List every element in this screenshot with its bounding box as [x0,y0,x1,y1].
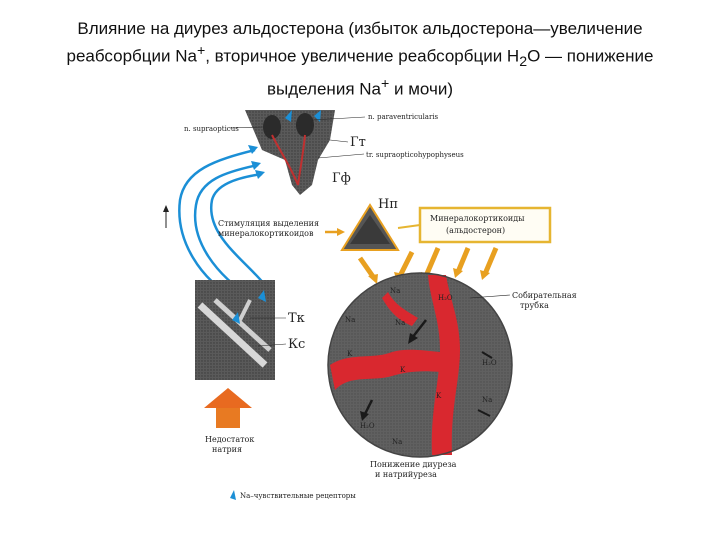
ion-na-4: Na [482,396,492,404]
ion-h2o-1: H₂O [438,294,453,302]
label-tr-supraoptico: tr. supraopticohypophyseus [366,151,464,159]
hypothalamus [245,110,335,195]
ion-h2o-3: H₂O [360,422,375,430]
ion-k-2: K [400,366,406,374]
ion-na-3: Na [395,319,405,327]
label-stim-1: Стимуляция выделения [218,219,319,228]
label-receptors: Na–чувствительные рецепторы [240,492,356,500]
kidney-tissue [195,280,275,380]
label-mineralo-2: (альдостерон) [446,226,505,235]
label-gf: Гф [332,171,351,186]
ion-na-2: Na [345,316,355,324]
label-gt: Гт [350,135,366,150]
label-deficit-1: Недостаток [205,435,254,444]
ion-k-1: K [347,350,353,358]
label-tk: Тк [288,311,305,326]
deficit-arrow [204,388,252,428]
receptor-legend-icon [230,490,236,500]
ion-k-3: K [436,392,442,400]
label-ks: Кс [288,337,305,352]
label-n-paraventricularis: n. paraventricularis [368,113,439,121]
ion-na-5: Na [392,438,402,446]
label-decrease-2: и натрийуреза [375,470,437,479]
label-stim-2: минералокортикоидов [218,229,314,238]
ion-na-1: Na [390,287,400,295]
ion-h2o-2: H₂O [482,359,497,367]
label-decrease-1: Понижение диуреза [370,460,457,469]
label-n-supraopticus: n. supraopticus [184,125,239,133]
label-deficit-2: натрия [212,445,242,454]
label-np: Нп [378,197,398,212]
label-collecting-1: Собирательная [512,291,577,300]
label-mineralo-1: Минералокортикоиды [430,214,525,223]
mineralocorticoids-box: Минералокортикоиды (альдостерон) [420,208,550,242]
label-collecting-2: трубка [520,301,549,310]
